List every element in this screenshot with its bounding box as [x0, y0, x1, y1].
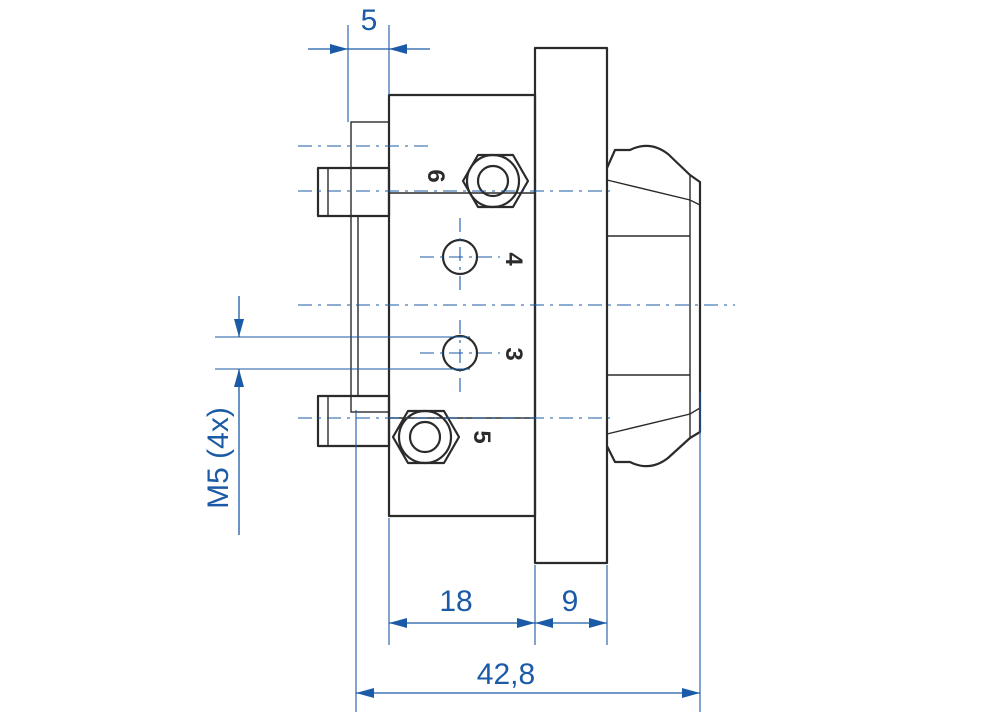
dim-label-5: 5 — [361, 4, 378, 37]
dimension-overall: 42,8 — [355, 392, 701, 712]
pin-label-6: 6 — [422, 169, 449, 182]
dimension-block-depth: 18 — [388, 518, 536, 645]
rear-housing — [605, 144, 702, 468]
pin-label-3: 3 — [500, 347, 527, 360]
guide-plate — [350, 121, 390, 413]
dim-label-42-8: 42,8 — [477, 658, 535, 691]
dim-label-9: 9 — [562, 585, 579, 618]
center-lines — [298, 145, 735, 419]
dim-label-thread: M5 (4x) — [202, 407, 235, 509]
dimension-flange: 9 — [535, 565, 608, 645]
pin-label-4: 4 — [500, 252, 527, 266]
pin-5-hole — [391, 409, 461, 465]
stud-lower — [316, 394, 391, 448]
dim-label-18: 18 — [439, 585, 472, 618]
dimension-thread: M5 (4x) — [202, 296, 470, 535]
dimension-top-width: 5 — [308, 4, 430, 122]
pin-6-hole — [461, 153, 530, 209]
pin-label-5: 5 — [468, 430, 495, 443]
